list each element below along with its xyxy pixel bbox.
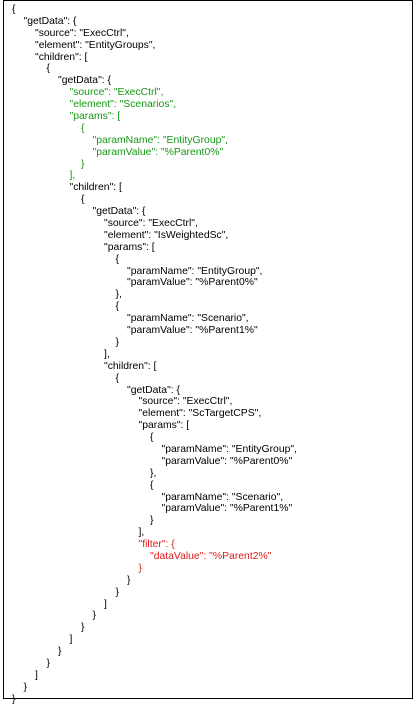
code-line: } [92,610,96,622]
code-line: "source": "ExecCtrl", [35,27,129,39]
code-frame: {"getData": {"source": "ExecCtrl","eleme… [3,0,413,705]
code-line: } [115,336,119,348]
code-line: "params": [ [69,111,121,123]
code-line: { [115,301,119,313]
code-line: } [115,586,119,598]
code-line: "paramName": "EntityGroup", [161,443,297,455]
json-code-block: {"getData": {"source": "ExecCtrl","eleme… [12,4,297,706]
code-line: { [115,253,119,265]
code-line: "paramName": "EntityGroup", [127,265,263,277]
code-line: "getData": { [58,75,112,87]
code-line: { [12,4,16,15]
code-line: "source": "ExecCtrl", [69,87,164,99]
code-line: } [138,562,142,574]
code-line: "paramValue": "%Parent1%" [161,503,293,515]
code-line: "filter": { [138,539,175,551]
code-line: { [150,432,154,444]
code-line: }, [150,467,157,479]
code-line: "getData": { [92,206,146,218]
code-line: "children": [ [35,51,88,63]
code-line: "paramValue": "%Parent0%" [127,277,258,289]
code-line: { [81,194,85,206]
code-line: } [46,657,50,669]
code-line: "paramValue": "%Parent0%" [161,455,293,467]
code-line: } [81,622,85,634]
code-line: "getData": { [23,15,77,27]
code-line: "element": "EntityGroups", [35,39,156,51]
code-line: }, [115,289,122,301]
code-line: "source": "ExecCtrl", [104,218,198,230]
code-line: "paramName": "Scenario", [127,313,249,325]
code-line: } [58,646,62,658]
code-line: ], [104,348,110,360]
code-line: { [150,479,154,491]
code-line: ] [69,634,73,646]
code-line: "getData": { [127,384,181,396]
code-line: "dataValue": "%Parent2%" [150,550,272,562]
code-line: "children": [ [69,182,122,194]
code-line: "paramName": "Scenario", [161,491,284,503]
code-line: ], [138,527,145,539]
code-line: "paramName": "EntityGroup", [92,134,228,146]
code-line: "children": [ [104,360,157,372]
code-line: "source": "ExecCtrl", [138,396,233,408]
code-line: "params": [ [138,420,190,432]
code-line: } [81,158,85,170]
code-line: "element": "IsWeightedSc", [104,229,229,241]
code-line: { [115,372,119,384]
code-line: "element": "ScTargetCPS", [138,408,262,420]
code-line: { [81,122,85,134]
code-line: } [127,574,131,586]
code-line: "element": "Scenarios", [69,99,177,111]
code-line: "paramValue": "%Parent1%" [127,325,258,337]
code-line: "params": [ [104,241,155,253]
code-line: "paramValue": "%Parent0%" [92,146,224,158]
code-line: } [150,515,154,527]
code-line: ] [104,598,107,610]
code-line: ] [35,669,38,681]
code-line: } [23,681,27,693]
code-line: { [46,63,50,75]
code-line: } [12,693,16,705]
code-line: ], [69,170,76,182]
